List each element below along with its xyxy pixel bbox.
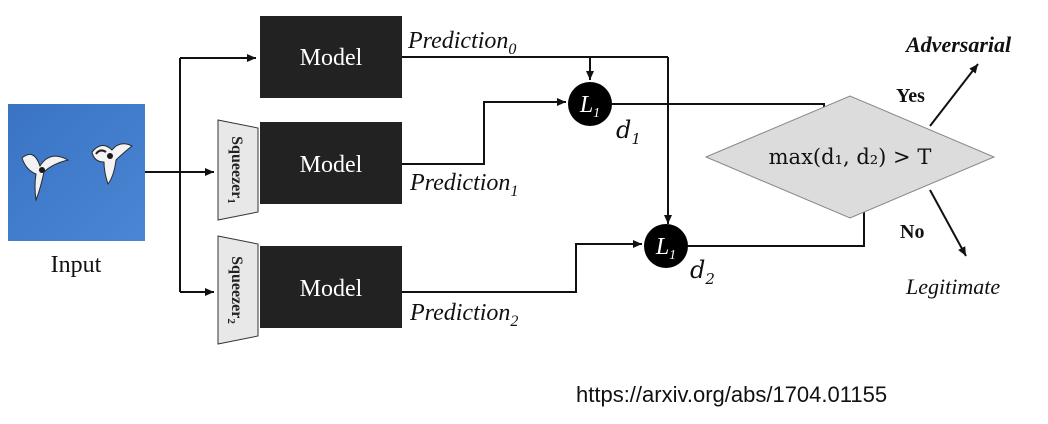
l1-node-1 bbox=[568, 82, 612, 126]
l1-node-2 bbox=[644, 224, 688, 268]
model-box-1 bbox=[260, 122, 402, 204]
edge-pred1-to-l1-first bbox=[402, 98, 566, 165]
legitimate-label: Legitimate bbox=[905, 274, 1000, 299]
model-label-1: Model bbox=[300, 152, 363, 178]
distance-label-1: d1 bbox=[616, 116, 641, 148]
decision-condition: max(d₁, d₂) > T bbox=[769, 145, 932, 169]
squeezer-2 bbox=[217, 235, 259, 345]
l1-node-label-1: L1 bbox=[579, 92, 600, 121]
squeezer-label-2: Squeezer2 bbox=[225, 256, 245, 324]
edge-no bbox=[929, 189, 967, 257]
squeezer-1 bbox=[217, 119, 259, 221]
model-box-0 bbox=[260, 16, 402, 98]
model-box-2 bbox=[260, 246, 402, 328]
model-label-2: Model bbox=[300, 276, 363, 302]
input-image bbox=[8, 104, 145, 241]
yes-label: Yes bbox=[896, 85, 925, 107]
distance-label-2: d2 bbox=[690, 256, 715, 288]
model-label-0: Model bbox=[300, 45, 363, 71]
prediction-label-1: Prediction1 bbox=[409, 170, 518, 200]
decision-diamond bbox=[704, 95, 996, 219]
edge-d2-to-decision bbox=[688, 198, 868, 247]
no-label: No bbox=[900, 221, 924, 243]
l1-node-label-2: L1 bbox=[655, 234, 676, 263]
squeezer-label-1: Squeezer1 bbox=[225, 136, 245, 204]
edge-pred2-to-l1-second bbox=[402, 240, 642, 293]
source-url: https://arxiv.org/abs/1704.01155 bbox=[576, 382, 887, 407]
bird-icon bbox=[21, 143, 133, 202]
edge-yes bbox=[929, 63, 979, 127]
input-label: Input bbox=[51, 252, 102, 278]
prediction-label-0: Prediction0 bbox=[407, 28, 516, 58]
adversarial-label: Adversarial bbox=[904, 32, 1012, 57]
prediction-label-2: Prediction2 bbox=[409, 300, 518, 330]
